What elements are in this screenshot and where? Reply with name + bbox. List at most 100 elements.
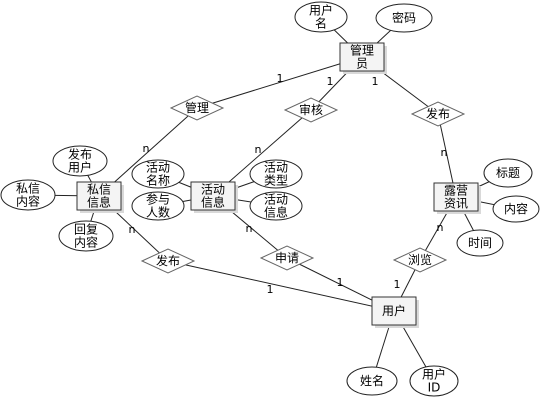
cardinality-label: n (129, 223, 136, 236)
attribute-news-title: 标题 (483, 158, 533, 188)
attribute-ellipse (52, 145, 108, 177)
relationship-diamond (410, 101, 466, 127)
attribute-admin-username: 用户名 (294, 1, 348, 33)
attribute-label: 用户 (309, 3, 333, 18)
cardinality-label: 1 (277, 72, 284, 85)
attribute-label: 私信 (16, 182, 40, 196)
connector-line (196, 56, 363, 109)
attribute-label: 名 (315, 16, 327, 31)
attribute-label: 内容 (74, 235, 98, 250)
relationship-diamond (283, 97, 339, 123)
entity-box (76, 181, 122, 211)
connector-line (167, 260, 395, 312)
attribute-ellipse (483, 158, 533, 188)
entity-label: 管理 (350, 43, 374, 58)
relationship-label: 管理 (185, 100, 209, 115)
relationship-label: 审核 (299, 102, 323, 117)
attribute-label: 类型 (264, 174, 288, 188)
connector-line (98, 107, 198, 197)
cardinality-label: n (143, 142, 150, 155)
attribute-user-name: 姓名 (346, 366, 398, 396)
shape-layer: 1n1n1n1n1n1n用户名密码发布用户私信内容回复内容活动名称参与人数活动类… (0, 1, 540, 397)
relationship-rel-publish-msg: 发布 (140, 248, 196, 274)
relationship-rel-publish-news: 发布 (410, 101, 466, 127)
attribute-ellipse (375, 3, 433, 33)
attribute-label: 名称 (146, 173, 170, 188)
attribute-ellipse (131, 159, 185, 189)
attribute-ellipse (492, 195, 540, 223)
relationship-label: 发布 (156, 253, 180, 268)
attribute-label: 信息 (264, 205, 288, 220)
cardinality-label: n (255, 143, 262, 156)
entity-box (371, 296, 417, 326)
relationship-label: 发布 (426, 106, 450, 121)
entity-box (190, 181, 236, 211)
entity-box (433, 182, 479, 212)
relationship-label: 申请 (275, 251, 299, 265)
entity-label: 信息 (201, 195, 225, 210)
cardinality-label: n (246, 222, 253, 235)
attribute-ellipse (346, 366, 398, 396)
attribute-ellipse (58, 220, 114, 252)
attribute-admin-password: 密码 (375, 3, 433, 33)
attribute-label: 姓名 (360, 373, 384, 388)
attribute-ellipse (249, 159, 303, 189)
entity-label: 用户 (382, 303, 406, 318)
relationship-label: 浏览 (408, 252, 432, 267)
attribute-ellipse (131, 191, 185, 221)
entity-label: 露营 (444, 184, 468, 198)
relationship-rel-review: 审核 (283, 97, 339, 123)
attribute-news-time: 时间 (456, 229, 504, 257)
attribute-label: 用户 (68, 160, 92, 175)
attribute-label: 时间 (468, 236, 492, 250)
relationship-rel-manage: 管理 (169, 95, 225, 121)
attribute-label: 用户 (422, 367, 446, 382)
attribute-ellipse (456, 229, 504, 257)
attribute-label: 活动 (146, 161, 170, 175)
attribute-label: 内容 (16, 194, 40, 209)
entity-label: 资讯 (444, 197, 468, 211)
relationship-rel-apply: 申请 (259, 245, 315, 271)
cardinality-label: 1 (337, 276, 344, 289)
attribute-ellipse (409, 365, 459, 397)
attribute-label: 参与 (146, 192, 170, 207)
relationship-rel-browse: 浏览 (392, 247, 448, 273)
attribute-label: 发布 (68, 147, 92, 162)
entity-label: 员 (356, 57, 368, 71)
cardinality-label: n (441, 146, 448, 159)
relationship-diamond (169, 95, 225, 121)
cardinality-label: 1 (394, 278, 401, 291)
attribute-ellipse (0, 179, 56, 211)
entity-label: 活动 (201, 183, 225, 197)
entity-admin: 管理员 (339, 42, 387, 74)
cardinality-label: n (437, 221, 444, 234)
cardinality-label: 1 (327, 75, 334, 88)
entity-box (339, 42, 385, 72)
cardinality-label: 1 (372, 75, 379, 88)
attribute-ellipse (249, 191, 303, 221)
attribute-label: 标题 (496, 166, 520, 180)
attribute-news-content: 内容 (492, 195, 540, 223)
attribute-label: 内容 (504, 201, 528, 216)
attribute-label: 活动 (264, 193, 288, 207)
entity-user: 用户 (371, 296, 419, 328)
attribute-label: 回复 (74, 223, 98, 237)
attribute-label: 密码 (392, 10, 416, 25)
relationship-diamond (259, 245, 315, 271)
attribute-ellipse (294, 1, 348, 33)
entity-label: 信息 (87, 195, 111, 210)
entity-label: 私信 (87, 183, 111, 197)
attribute-label: ID (428, 381, 441, 395)
